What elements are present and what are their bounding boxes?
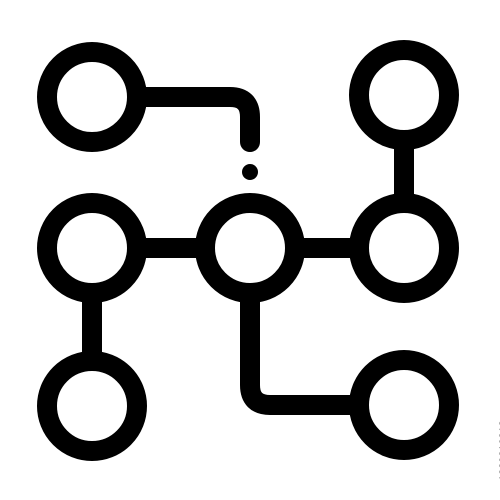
node-bottom-left	[37, 351, 147, 461]
node-center	[195, 193, 305, 303]
connector-center-bottom-right	[240, 288, 365, 415]
node-mid-right	[349, 193, 459, 303]
connector-dot	[242, 164, 258, 180]
node-bottom-right	[349, 350, 459, 460]
node-top-right	[349, 40, 459, 150]
node-top-left	[37, 42, 147, 152]
connector-top-left-dashed	[130, 87, 260, 152]
node-mid-left	[37, 193, 147, 303]
